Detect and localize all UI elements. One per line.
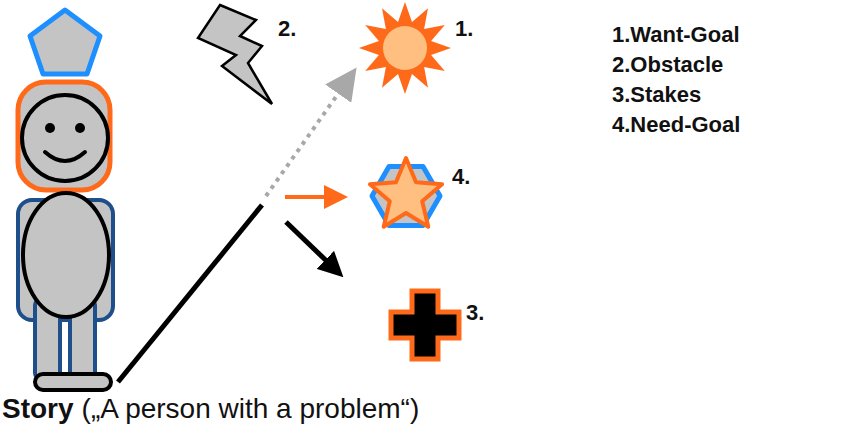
- key-item: 2.Obstacle: [612, 52, 723, 78]
- caption-note: („A person with a problem“): [82, 393, 420, 425]
- callout-number: 4.: [452, 164, 470, 190]
- key-item: 1.Want-Goal: [612, 22, 740, 48]
- callout-number: 1.: [455, 16, 473, 42]
- lightning-icon: [198, 5, 272, 104]
- callout-number: 2.: [278, 16, 296, 42]
- story-line: [118, 205, 262, 382]
- pentagon-icon: [30, 10, 100, 74]
- caption: Story: [2, 393, 74, 425]
- callout-number: 3.: [466, 300, 484, 326]
- cross-icon: [391, 291, 459, 359]
- sun-icon: [359, 2, 451, 94]
- need-goal-icon: [370, 158, 442, 227]
- key-item: 4.Need-Goal: [612, 112, 740, 138]
- stakes-arrow: [286, 222, 338, 272]
- need-arrow: [285, 195, 340, 199]
- person-figure: [18, 82, 113, 390]
- key-item: 3.Stakes: [612, 82, 701, 108]
- want-arrow: [266, 74, 352, 196]
